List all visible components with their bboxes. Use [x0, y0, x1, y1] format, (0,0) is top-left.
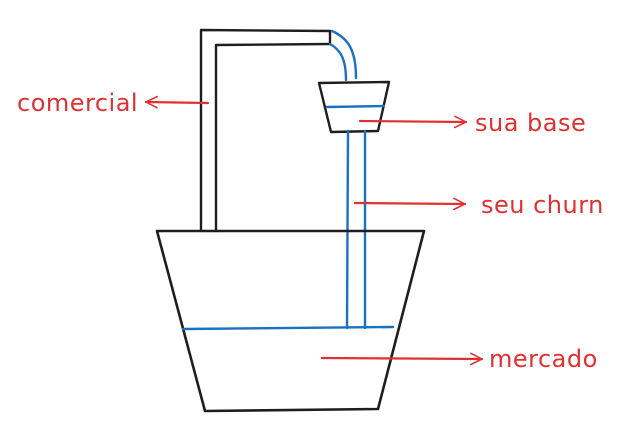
label-seu-churn: seu churn	[481, 191, 604, 219]
arrow-mercado	[320, 352, 484, 366]
arrow-seu-churn	[353, 197, 467, 211]
label-mercado: mercado	[489, 345, 598, 373]
churn-pipe	[345, 129, 367, 330]
annotation-arrows	[144, 95, 484, 366]
small-bucket	[317, 80, 391, 134]
large-bucket-water-level	[181, 325, 395, 331]
arrow-sua-base	[358, 115, 468, 129]
label-sua-base: sua base	[475, 109, 586, 137]
large-bucket	[155, 229, 426, 413]
commercial-pipe	[199, 28, 332, 233]
label-comercial: comercial	[17, 89, 138, 117]
arrow-comercial	[144, 95, 210, 109]
small-bucket-water-level	[325, 104, 386, 109]
pipe-outflow	[328, 29, 358, 82]
